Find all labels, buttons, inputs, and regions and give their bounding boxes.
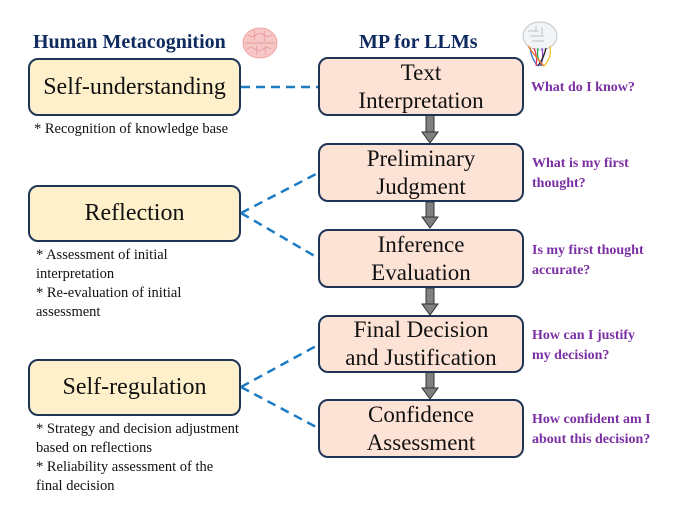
connector-reflection-preliminary-judgment (240, 171, 319, 215)
human-box-self-understanding: Self-understanding (28, 58, 241, 116)
human-notes-self-understanding: * Recognition of knowledge base (34, 120, 294, 139)
note-line: final decision (36, 478, 115, 494)
mp-box-line: Evaluation (371, 259, 471, 285)
human-box-reflection: Reflection (28, 185, 241, 242)
human-metacognition-title: Human Metacognition (33, 31, 226, 53)
down-arrow-3 (421, 287, 439, 316)
question-confidence-assessment: How confident am I about this decision? (532, 410, 651, 450)
note-line: * Recognition of knowledge base (34, 121, 229, 137)
question-text-interpretation: What do I know? (531, 78, 635, 98)
question-final-decision: How can I justify my decision? (532, 326, 635, 366)
down-arrow-2 (421, 201, 439, 229)
mp-box-line: Text (400, 59, 442, 85)
mp-for-llms-title: MP for LLMs (359, 31, 478, 53)
question-line: thought? (532, 176, 586, 191)
question-line: Is my first thought (532, 243, 644, 258)
mp-box-final-decision: Final Decision and Justification (318, 315, 524, 373)
down-arrow-4 (421, 371, 439, 400)
human-box-self-regulation: Self-regulation (28, 359, 241, 416)
mp-box-inference-evaluation: Inference Evaluation (318, 229, 524, 288)
brain-icon (242, 27, 278, 59)
mp-box-line: Preliminary (366, 145, 476, 171)
mp-box-line: Final Decision (353, 317, 489, 342)
question-inference-evaluation: Is my first thought accurate? (532, 241, 644, 281)
mp-box-line: Assessment (366, 429, 476, 455)
neural-brain-icon (522, 21, 558, 67)
note-line: assessment (36, 304, 101, 320)
mp-box-confidence-assessment: Confidence Assessment (318, 399, 524, 458)
note-line: based on reflections (36, 440, 152, 456)
human-box-label: Self-regulation (62, 374, 207, 400)
mp-box-text-interpretation: Text Interpretation (318, 57, 524, 116)
mp-box-line: and Justification (345, 345, 497, 370)
down-arrow-1 (421, 113, 439, 144)
mp-box-line: Judgment (376, 173, 466, 199)
note-line: * Re-evaluation of initial (36, 285, 182, 301)
human-box-label: Self-understanding (43, 73, 226, 100)
question-line: accurate? (532, 263, 591, 278)
question-preliminary-judgment: What is my first thought? (532, 154, 629, 194)
note-line: interpretation (36, 266, 115, 282)
question-line: my decision? (532, 348, 610, 363)
human-notes-reflection: * Assessment of initial interpretation *… (36, 246, 296, 322)
connector-self-regulation-final-decision (240, 343, 319, 389)
question-line: How can I justify (532, 328, 636, 343)
question-line: What do I know? (531, 80, 635, 95)
mp-box-line: Inference (377, 231, 465, 257)
question-line: What is my first (532, 156, 629, 171)
human-box-label: Reflection (84, 200, 185, 226)
note-line: * Assessment of initial (36, 247, 168, 263)
note-line: * Strategy and decision adjustment (36, 421, 239, 437)
question-line: How confident am I (532, 412, 651, 427)
question-line: about this decision? (532, 432, 651, 447)
mp-box-line: Confidence (367, 401, 474, 427)
mp-box-preliminary-judgment: Preliminary Judgment (318, 143, 524, 202)
mp-box-line: Interpretation (358, 87, 484, 113)
note-line: * Reliability assessment of the (36, 459, 214, 475)
human-notes-self-regulation: * Strategy and decision adjustment based… (36, 420, 316, 496)
